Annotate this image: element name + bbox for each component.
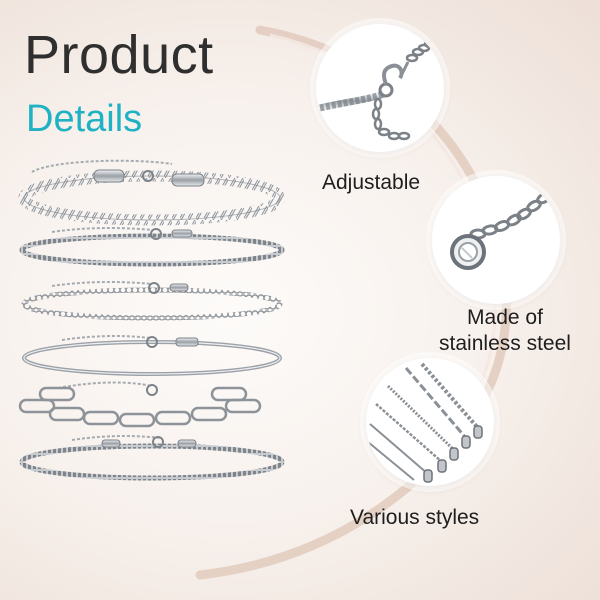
fine-box-chain-bracelet [19,435,285,481]
box-chain-bracelet [19,227,285,267]
page-title: Product [24,25,214,85]
feature-label-stainless-steel: Made of stainless steel [420,305,590,357]
snake-chain-bracelet [22,335,282,376]
paperclip-chain-bracelet [18,381,262,428]
curb-chain-bracelet [21,281,283,321]
stainless-steel-detail-circle [432,176,560,304]
feature-label-line2: stainless steel [439,332,571,355]
page-subtitle: Details [26,98,143,140]
feature-label-various-styles: Various styles [350,506,480,529]
bracelet-set-image [18,159,286,481]
rope-bracelet [18,159,286,226]
adjustable-detail-circle [316,24,444,152]
feature-label-adjustable: Adjustable [322,171,421,194]
various-styles-detail-circle [366,358,494,486]
feature-label-line1: Made of [467,306,543,329]
extender-chain-charm-icon [450,191,552,270]
clasp-extender-icon [319,37,443,141]
chain-styles-icon [367,362,483,483]
